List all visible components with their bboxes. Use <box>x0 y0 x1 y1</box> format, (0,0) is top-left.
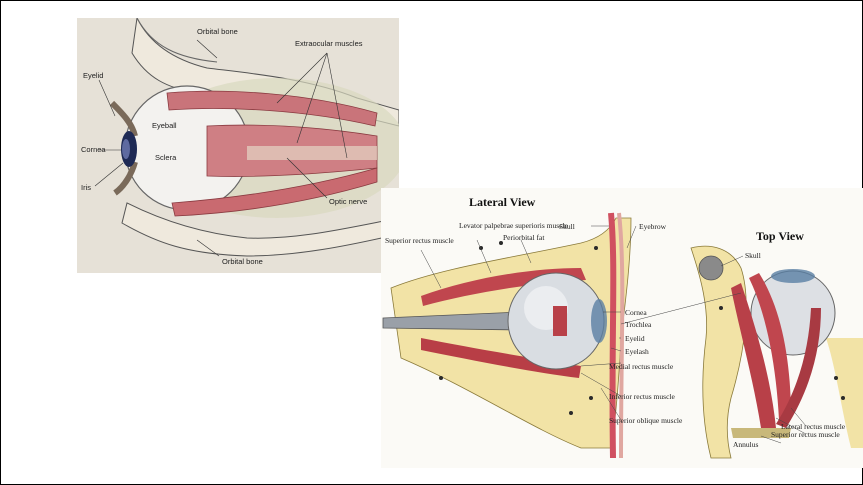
label-superior-rectus: Superior rectus muscle <box>385 236 454 245</box>
label-inferior-rectus: Inferior rectus muscle <box>609 392 675 401</box>
label-levator: Levator palpebrae superioris muscle <box>459 221 569 230</box>
label-skull-top: Skull <box>745 251 761 260</box>
label-periorbital-fat: Periorbital fat <box>503 233 545 242</box>
label-eyelid-lateral: Eyelid <box>625 334 645 343</box>
label-superior-oblique: Superior oblique muscle <box>609 416 683 425</box>
label-optic-nerve: Optic nerve <box>329 197 367 206</box>
label-extraocular-muscles: Extraocular muscles <box>295 39 363 48</box>
label-eyelid: Eyelid <box>83 71 103 80</box>
label-medial-rectus: Medial rectus muscle <box>609 362 674 371</box>
label-iris: Iris <box>81 183 91 192</box>
label-orbital-bone-bottom: Orbital bone <box>222 257 263 266</box>
eye-cross-section-svg: Orbital bone Extraocular muscles Eyelid … <box>77 18 399 273</box>
label-cornea-lateral: Cornea <box>625 308 647 317</box>
label-eyelash: Eyelash <box>625 347 649 356</box>
lateral-view-title: Lateral View <box>469 195 536 209</box>
label-cornea: Cornea <box>81 145 106 154</box>
label-trochlea: Trochlea <box>625 320 652 329</box>
label-sclera: Sclera <box>155 153 177 162</box>
eye-orbit-views-diagram: Lateral View Top View <box>381 188 863 468</box>
label-superior-rectus-top: Superior rectus muscle <box>771 430 840 439</box>
eye-cross-section-diagram: Orbital bone Extraocular muscles Eyelid … <box>77 18 399 273</box>
eye-orbit-views-svg: Lateral View Top View <box>381 188 863 468</box>
label-orbital-bone-top: Orbital bone <box>197 27 238 36</box>
label-eyeball: Eyeball <box>152 121 177 130</box>
top-view-title: Top View <box>756 229 804 243</box>
label-eyebrow: Eyebrow <box>639 222 667 231</box>
label-annulus: Annulus <box>733 440 759 449</box>
